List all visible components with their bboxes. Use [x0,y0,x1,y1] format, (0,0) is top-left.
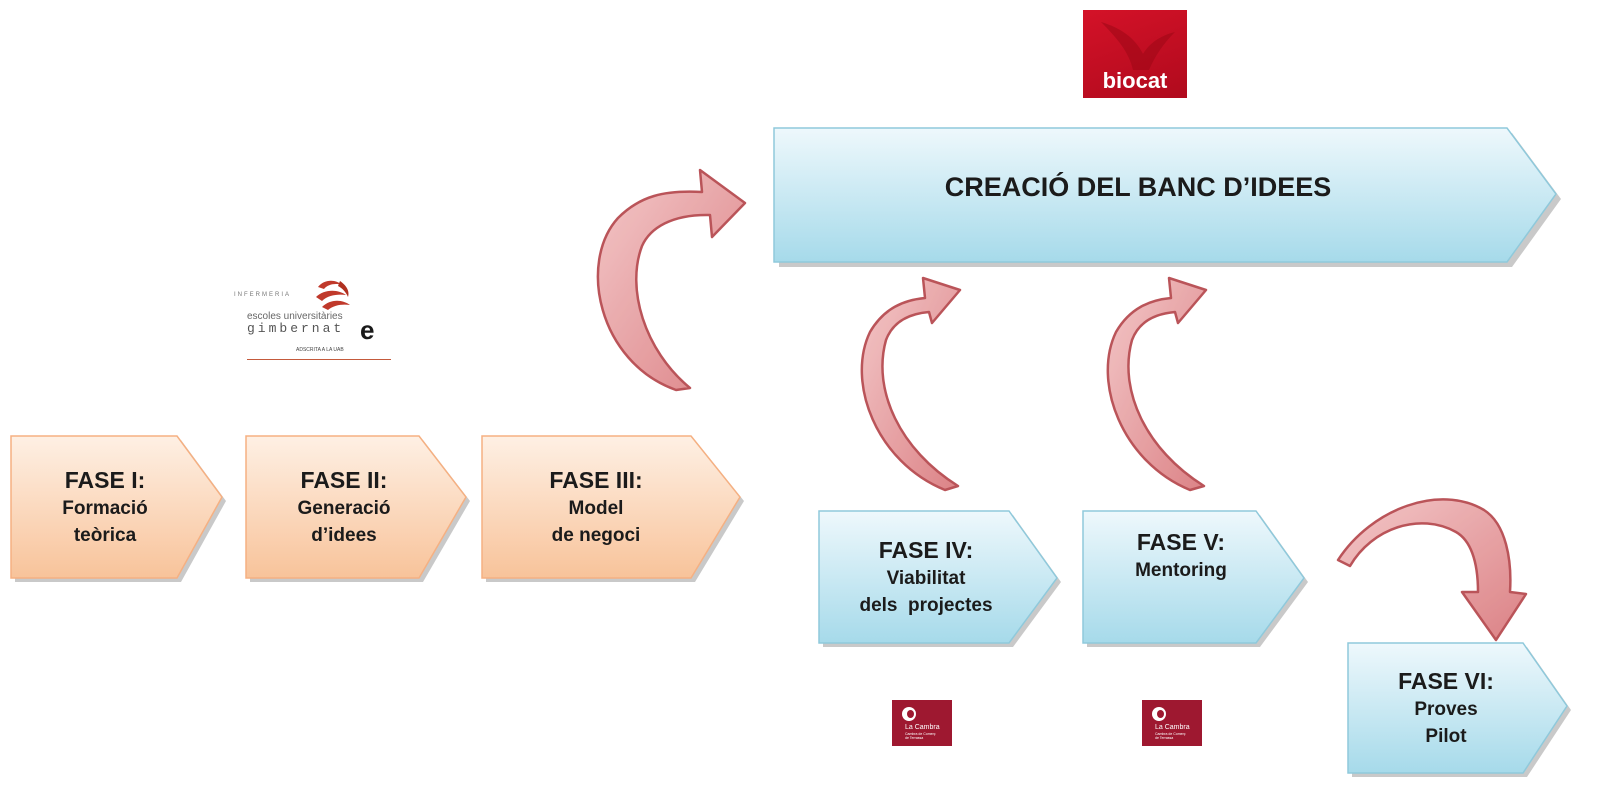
phase-6-title: FASE VI: [1398,668,1494,694]
phase-box-3-shape [481,435,744,582]
gimbernat-line3: ADSCRITA A LA UAB [296,347,344,353]
gimbernat-e-mark: e [360,315,375,345]
cambra-logo-1: La Cambra Cambra de Comerç de Terrassa [892,700,952,746]
phase-6-line1: Proves [1414,699,1478,720]
cambra-logo-2-name: La Cambra [1155,724,1190,731]
phase-box-2-shape [245,435,470,582]
phase-4-title: FASE IV: [878,537,974,563]
phase-1-title: FASE I: [64,467,146,493]
phase-3: FASE III: Model de negoci [482,436,710,578]
biocat-logo: biocat [1083,10,1187,98]
gimbernat-line1: escoles universitàries [247,311,343,322]
gimbernat-emblem-icon [316,280,350,310]
cambra-logo-1-name: La Cambra [905,724,940,731]
phase-6: FASE VI: Proves Pilot [1348,643,1544,773]
curved-arrow-phase5-to-banner [1106,276,1208,492]
gimbernat-line2: gimbernat [247,321,345,336]
phase-4: FASE IV: Viabilitat dels projectes [819,511,1033,643]
gimbernat-logo: INFERMERIA escoles universitàries gimber… [230,275,400,365]
cambra-logo-2-sub: Cambra de Comerç de Terrassa [1155,732,1186,740]
phase-3-title: FASE III: [549,467,643,493]
curved-arrow-phase5-to-phase6 [1336,498,1528,642]
phase-box-1-shape [10,435,226,582]
phase-3-line1: Model [568,498,624,519]
phase-2-title: FASE II: [300,467,388,493]
phase-box-6-shape [1347,642,1571,777]
phase-2: FASE II: Generació d’idees [246,436,442,578]
phase-1: FASE I: Formació teòrica [11,436,199,578]
phase-1-line2: teòrica [73,525,137,546]
gimbernat-divider [247,359,391,360]
phase-3-line2: de negoci [551,525,641,546]
phase-5: FASE V: Mentoring [1083,511,1279,643]
phase-4-line1: Viabilitat [886,568,966,589]
curved-arrow-phase3-to-banner [596,168,747,392]
banner-title: CREACIÓ DEL BANC D’IDEES [944,172,1332,202]
phase-5-title: FASE V: [1136,529,1226,555]
phase-box-5-shape [1082,510,1308,647]
phase-1-line1: Formació [62,498,148,519]
gimbernat-infermeria: INFERMERIA [234,292,292,298]
phase-box-4-shape [818,510,1061,647]
phase-6-line2: Pilot [1425,726,1467,747]
bird-icon [1101,22,1175,70]
phase-2-line2: d’idees [311,525,377,546]
banner-shape [773,127,1561,267]
phase-4-line2: dels projectes [859,595,993,616]
biocat-logo-text: biocat [1102,68,1168,93]
phase-5-line1: Mentoring [1135,560,1227,581]
phase-2-line1: Generació [297,498,391,519]
cambra-logo-1-sub: Cambra de Comerç de Terrassa [905,732,936,740]
cambra-logo-2: La Cambra Cambra de Comerç de Terrassa [1142,700,1202,746]
curved-arrow-phase4-to-banner [860,276,962,492]
